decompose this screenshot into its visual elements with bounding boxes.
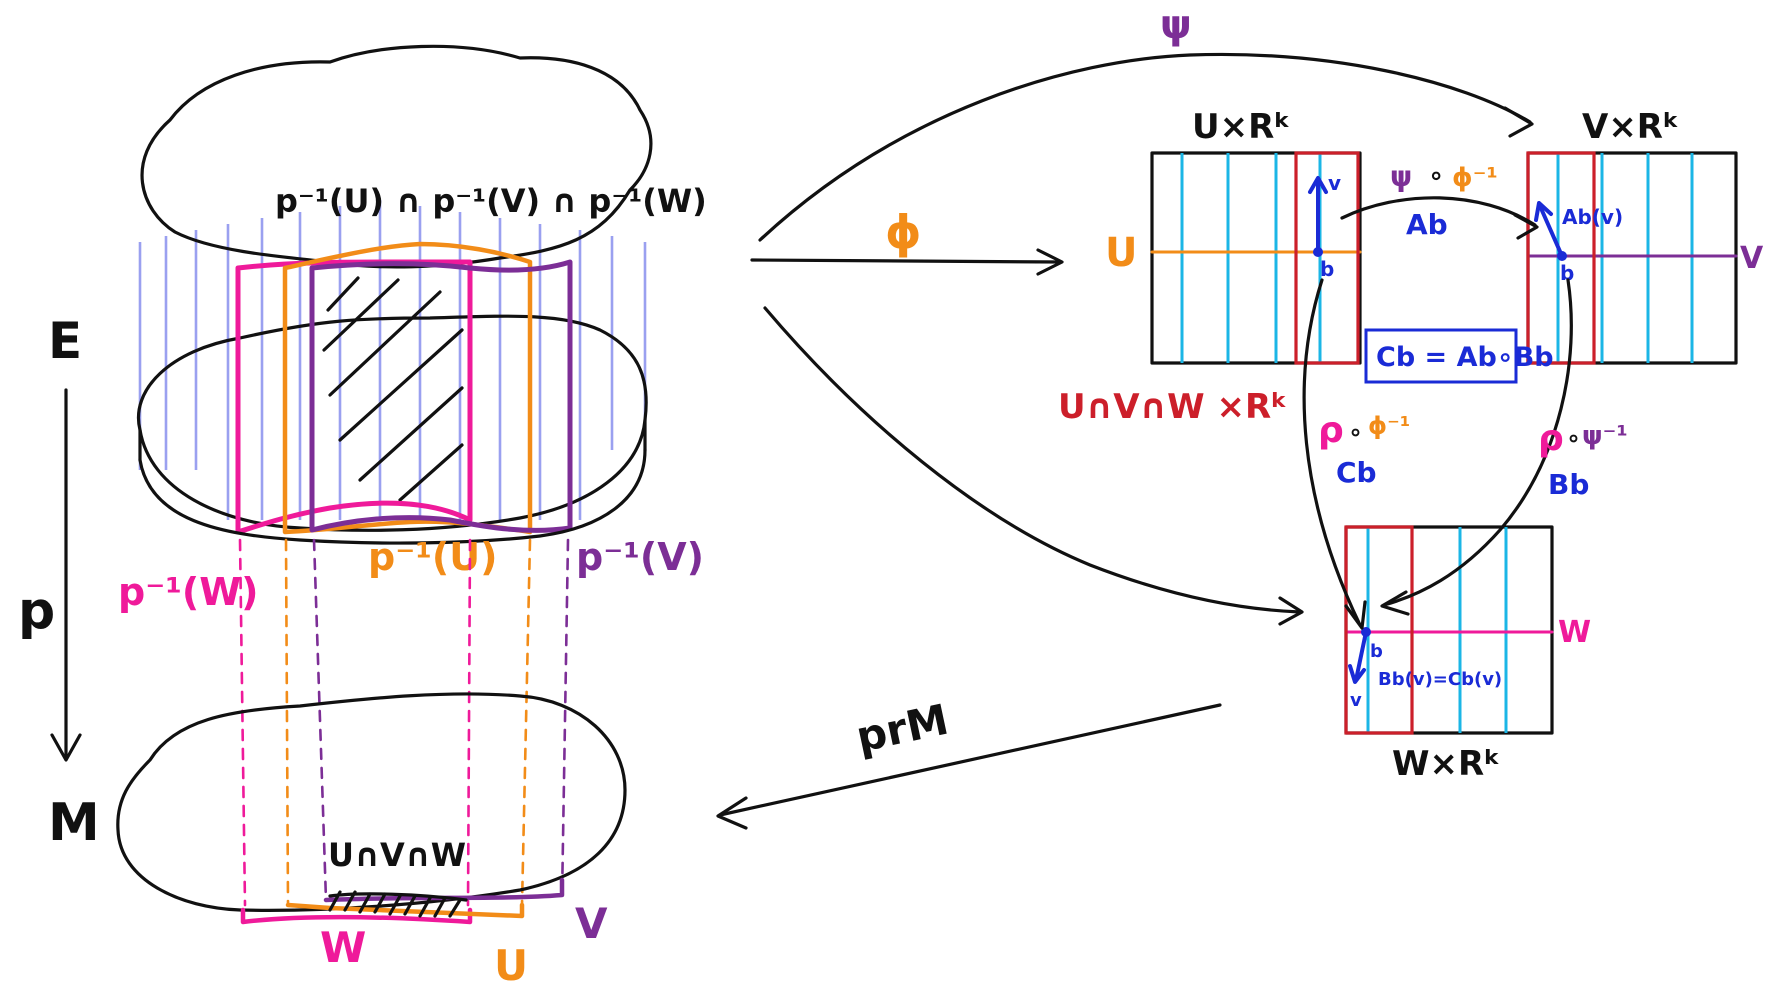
label-intersection-preimage: p⁻¹(U) ∩ p⁻¹(V) ∩ p⁻¹(W) [275,182,707,220]
label-cocycle: Cb = Ab∘Bb [1376,342,1554,373]
label-trans-psi: ψ [1390,160,1412,193]
label-a-b-v: Ab(v) [1562,205,1623,229]
label-psi-map: ψ [1160,2,1192,48]
label-trans-psi-inv: ψ⁻¹ [1582,421,1628,451]
label-u-point-b: b [1320,257,1334,281]
w-point-b [1361,627,1371,637]
label-b-b-v-eq: Bb(v)=Cb(v) [1378,669,1502,690]
projection-arrow [50,388,82,762]
label-trans-rho-1: ρ [1318,410,1344,451]
label-u-axis: U [1105,230,1137,276]
rho-arrow [763,306,1304,626]
base-u-bracket [285,902,525,919]
label-intersection-trivialization: U∩V∩W ×Rᵏ [1058,387,1288,427]
base-blob-outline [116,692,627,912]
label-w-point-b: b [1370,641,1383,662]
label-prm-map: prM [852,695,953,762]
label-base-intersection: U∩V∩W [328,836,466,874]
arrow-c-b [1302,278,1367,630]
total-space-e [136,44,653,545]
hatched-intersection [322,276,464,502]
label-set-v: V [575,899,608,948]
label-a-b: Ab [1406,208,1448,241]
label-trans-phi-inv-1: ϕ⁻¹ [1452,163,1498,193]
label-u-box-title: U×Rᵏ [1192,107,1291,147]
dashed-projections [238,538,570,907]
w-trivialization-box [1344,525,1554,735]
phi-arrow [750,248,1064,276]
u-point-b [1313,247,1323,257]
base-w-bracket [240,907,473,925]
label-trans-compose-3: ∘ [1566,424,1581,452]
label-preimage-w: p⁻¹(W) [118,570,259,614]
label-b-b: Bb [1548,468,1589,501]
arrow-b-b [1380,278,1573,616]
label-trans-rho-2: ρ [1538,418,1564,459]
label-trans-compose-1: ∘ [1428,161,1444,191]
label-u-vector-v: v [1328,171,1341,195]
base-manifold [116,692,627,925]
label-set-u: U [494,941,528,990]
label-v-axis: V [1740,241,1764,276]
label-w-vector-v: v [1350,690,1362,711]
label-trans-phi-inv-2: ϕ⁻¹ [1368,412,1410,440]
arrow-a-b [1340,196,1539,240]
label-w-box-title: W×Rᵏ [1392,744,1501,784]
base-hatched-intersection [328,890,468,918]
cylinder-bottom-arc [138,448,647,545]
label-phi-map: ϕ [885,205,922,259]
label-preimage-u: p⁻¹(U) [368,535,498,579]
lower-blob-outline [136,314,648,532]
label-w-axis: W [1558,615,1591,650]
label-total-space: E [48,312,82,370]
psi-arrow [758,52,1534,242]
v-trivialization-box [1526,151,1738,365]
label-preimage-v: p⁻¹(V) [576,535,704,579]
cocycle-box [1364,328,1518,384]
u-trivialization-box [1150,151,1362,365]
prm-arrow [716,703,1222,830]
label-projection: p [18,581,55,641]
preimage-v-outline [309,259,573,533]
base-v-bracket [323,877,565,903]
v-point-b [1557,251,1567,261]
top-blob-outline [140,44,653,269]
label-set-w: W [320,923,366,972]
label-v-point-b: b [1560,261,1574,285]
preimage-u-outline [282,241,533,535]
label-trans-compose-2: ∘ [1348,418,1363,446]
label-v-box-title: V×Rᵏ [1582,107,1680,147]
label-c-b: Cb [1336,456,1377,489]
preimage-w-outline [235,259,473,535]
label-base: M [48,793,100,853]
